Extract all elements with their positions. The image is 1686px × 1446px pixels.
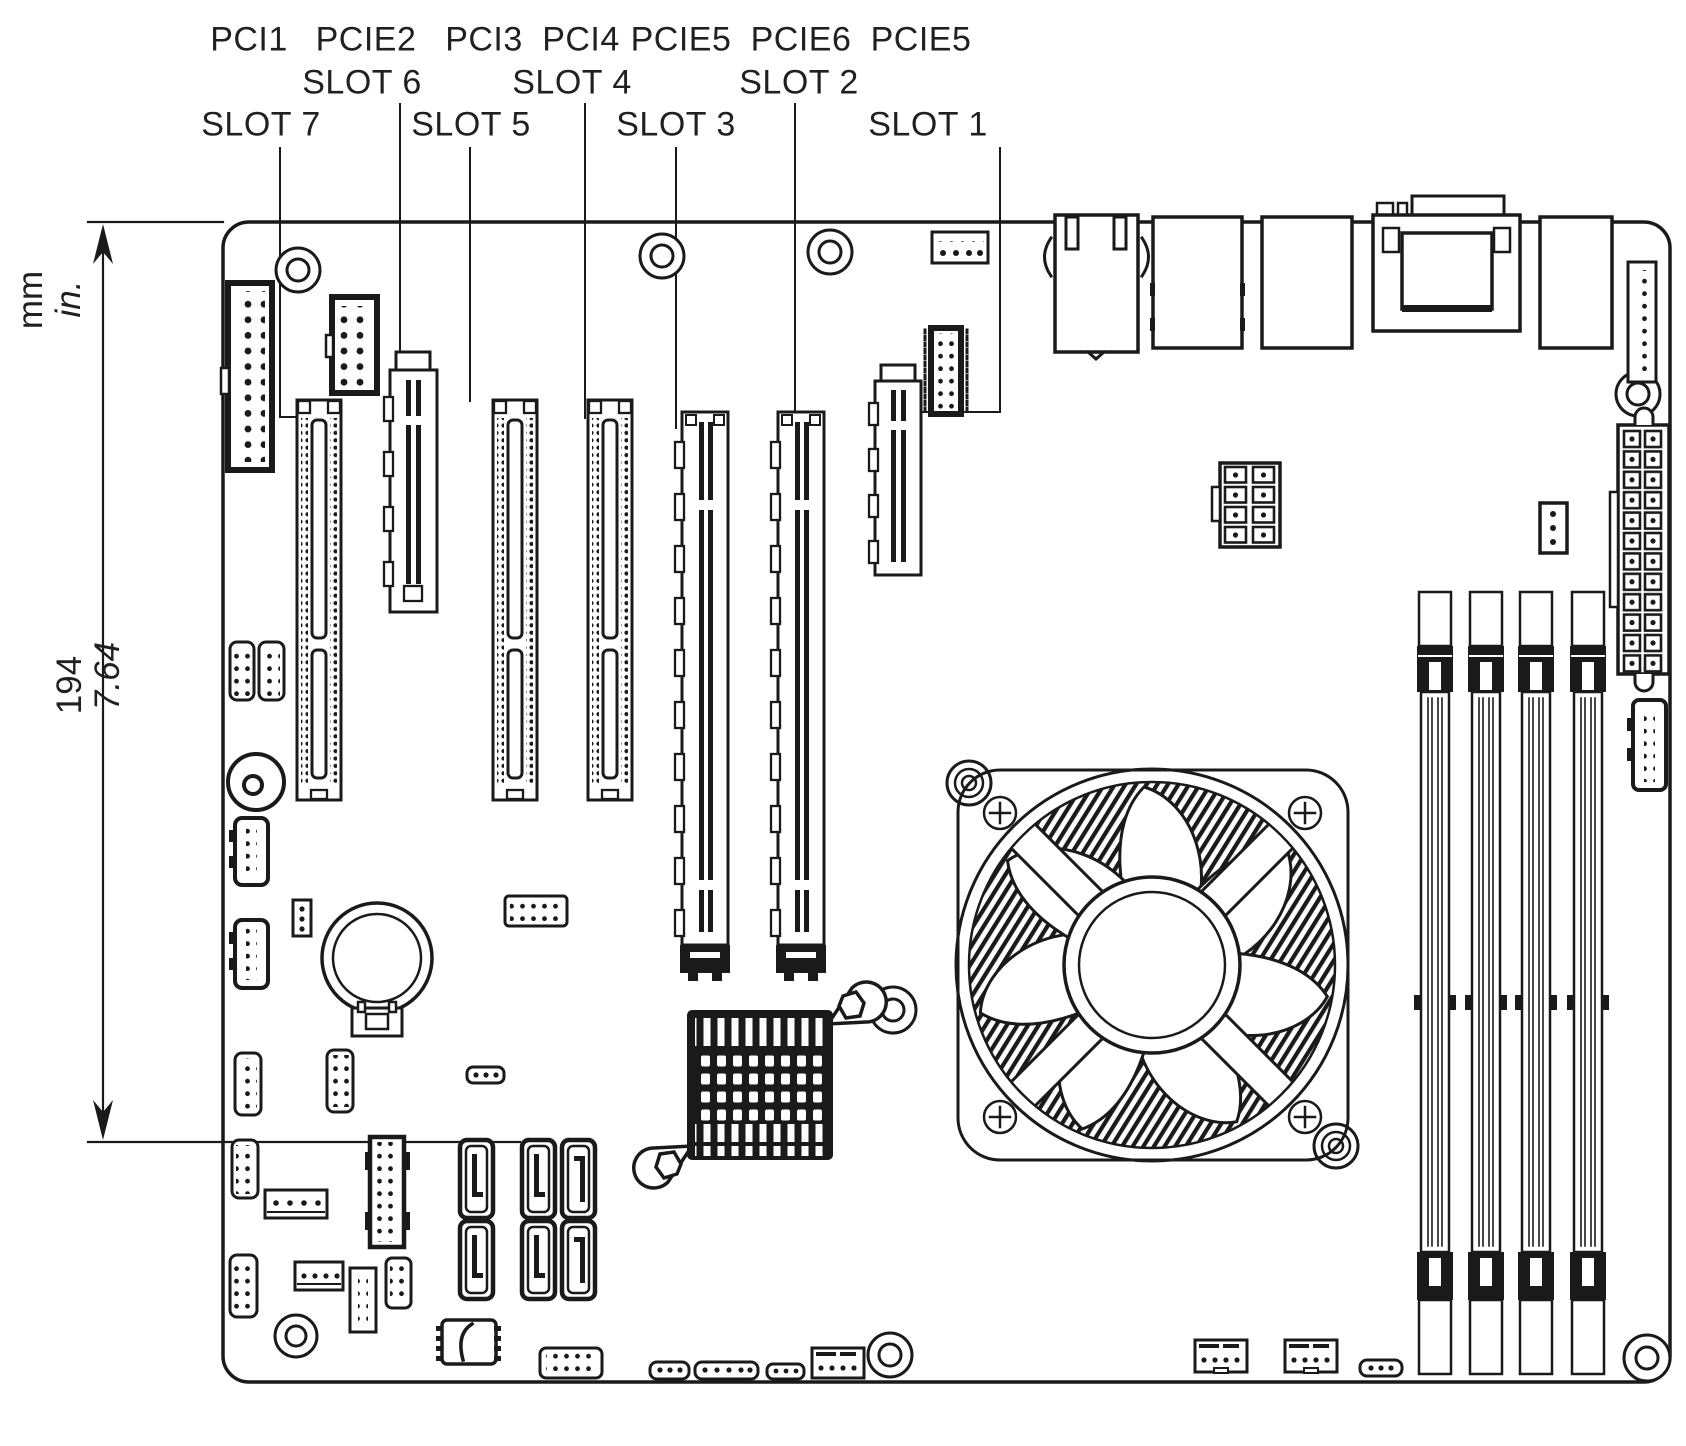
push-pin-icon [824, 980, 889, 1026]
mounting-hole-icon [638, 232, 686, 280]
dimm-slot [1414, 590, 1456, 1376]
header-1x3-vertical [1538, 501, 1569, 555]
label-pci3: PCI3 [445, 20, 523, 59]
sata-port [519, 1137, 558, 1221]
pcie-slot-2 [769, 410, 826, 981]
pcie-slot-6 [382, 350, 439, 614]
label-pci1: PCI1 [210, 20, 288, 59]
usb-stack-port [1150, 215, 1245, 350]
chipset-heatsink [631, 980, 889, 1190]
parallel-port-header [219, 280, 275, 473]
jumper-1x3 [648, 1360, 691, 1381]
power-connector-vertical [229, 918, 270, 990]
fan-header-4pin [1283, 1338, 1339, 1374]
connector-4pin [293, 1260, 345, 1292]
sata-port [519, 1218, 558, 1302]
header-2x5-horizontal [538, 1346, 604, 1380]
label-slot4: SLOT 4 [512, 63, 632, 102]
board-outline [221, 220, 1672, 1384]
front-panel-header-2x10 [365, 1134, 410, 1250]
push-pin-icon [631, 1144, 696, 1190]
connector-4pin [263, 1188, 329, 1220]
mounting-hole-icon [274, 246, 322, 294]
mounting-holes [273, 228, 1672, 1383]
connector-4pin [810, 1346, 866, 1380]
lan-port [1043, 213, 1150, 361]
sata-port [559, 1218, 598, 1302]
label-slot5: SLOT 5 [411, 105, 531, 144]
arrowhead-down-icon [93, 1100, 113, 1140]
label-pcie5-a: PCIE5 [630, 20, 732, 59]
label-slot7: SLOT 7 [201, 105, 321, 144]
jumper-1x3-horizontal [465, 1065, 506, 1085]
connector-1x5-right-edge [1627, 698, 1668, 792]
jumper-1x3 [1358, 1358, 1404, 1378]
header-2x5-vertical [228, 1253, 259, 1319]
header-2x5 [228, 640, 256, 702]
mounting-hole-icon [273, 1313, 319, 1359]
label-slot3: SLOT 3 [616, 105, 736, 144]
dimm-slot [1567, 590, 1609, 1376]
eps-8pin-power-connector [1210, 461, 1282, 549]
header-2x5 [325, 1048, 355, 1114]
atx-24pin-power-connector [1608, 406, 1671, 693]
mounting-hole-icon [866, 1331, 914, 1379]
cpu-fan [945, 759, 1360, 1170]
pci-slot-5 [491, 398, 539, 802]
power-connector-vertical [229, 816, 270, 887]
buzzer [226, 752, 286, 812]
dimm-slots [1414, 590, 1609, 1376]
label-pcie5-b: PCIE5 [870, 20, 972, 59]
header-2x3 [384, 1256, 413, 1310]
pcie-slot-1 [867, 363, 923, 577]
sata-port [457, 1137, 496, 1221]
pcie-slot-3 [673, 410, 730, 981]
label-pci4: PCI4 [542, 20, 620, 59]
header-2x5 [257, 640, 286, 702]
vga-port [1371, 194, 1522, 333]
jumper-1x3-vertical [291, 898, 313, 938]
rear-port [1538, 215, 1614, 350]
fan-screws [982, 795, 1323, 1135]
label-slot2: SLOT 2 [739, 63, 859, 102]
dimension-annotation [86, 220, 522, 1144]
header-2x8 [503, 894, 569, 928]
sata-port [559, 1137, 598, 1221]
sata-port [457, 1218, 496, 1302]
label-pcie2: PCIE2 [315, 20, 417, 59]
arrowhead-up-icon [93, 224, 113, 264]
socket-clip [436, 1318, 501, 1366]
label-pcie6: PCIE6 [750, 20, 852, 59]
box-header-2x5 [324, 294, 380, 396]
fan-frame [956, 768, 1350, 1162]
header-1x5 [693, 1360, 760, 1381]
jumper-1x3 [765, 1362, 806, 1381]
vertical-pin-header-2x7 [923, 325, 969, 417]
fan-header-4pin-top [930, 230, 990, 265]
pci-slot-7 [295, 398, 343, 802]
dimm-slot [1465, 590, 1507, 1376]
cmos-battery [320, 901, 434, 1038]
usb-stack-port [1260, 215, 1354, 350]
header-1x5-vertical [348, 1266, 378, 1334]
sata-ports [457, 1137, 598, 1302]
fan-hub [1062, 875, 1242, 1055]
label-slot1: SLOT 1 [868, 105, 988, 144]
header-2x5 [230, 1138, 260, 1200]
header-1x6-right [1626, 260, 1658, 384]
mounting-hole-icon [806, 228, 854, 276]
label-slot6: SLOT 6 [302, 63, 422, 102]
dimm-slot [1515, 590, 1557, 1376]
pci-slot-4 [586, 398, 634, 802]
mounting-hole-icon [1622, 1333, 1672, 1383]
fan-header-4pin [1193, 1338, 1249, 1374]
header-2x5 [233, 1051, 263, 1117]
